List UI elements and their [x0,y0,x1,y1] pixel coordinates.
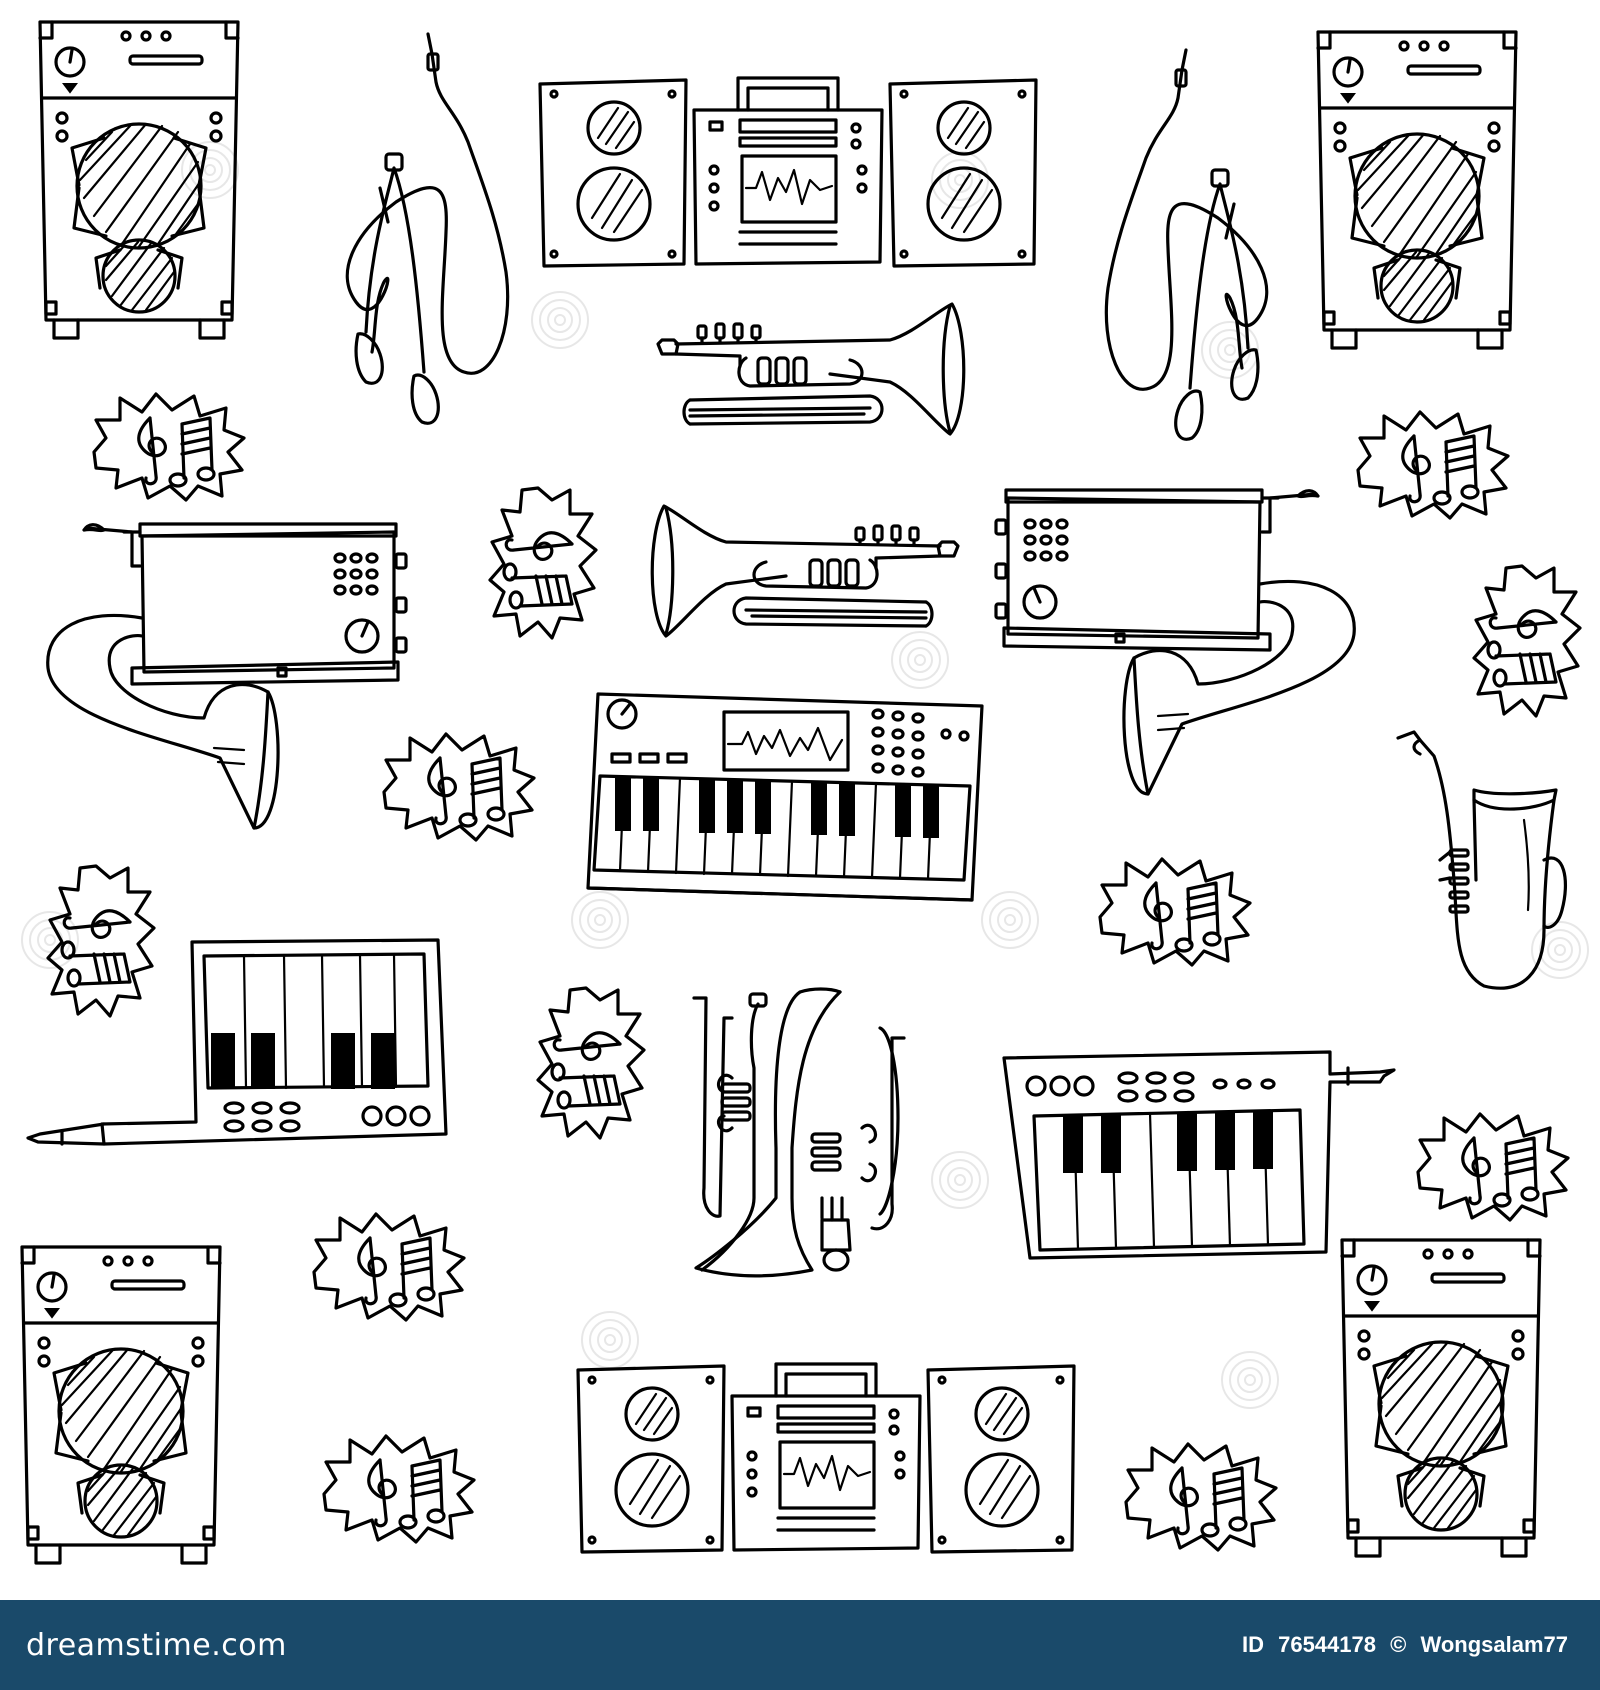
music-note-badge-icon [1416,1112,1570,1222]
gramophone-icon [46,522,408,830]
image-id: 76544178 [1278,1632,1376,1657]
keytar-icon [26,938,448,1146]
music-note-badge-icon [488,486,598,640]
music-note-badge-icon [536,986,646,1140]
footer-bar: dreamstime.com ID 76544178 © Wongsalam77 [0,1600,1600,1690]
gramophone-icon [994,488,1356,796]
music-note-badge-icon [1098,857,1252,967]
music-note-badge-icon [312,1212,466,1322]
brand-logo-text[interactable]: dreamstime.com [26,1627,287,1663]
speaker-icon [1340,1238,1542,1558]
music-note-badge-icon [322,1434,476,1544]
music-note-badge-icon [46,864,156,1018]
boombox-icon [576,1362,1076,1554]
author-name[interactable]: Wongsalam77 [1420,1632,1568,1657]
trumpet-icon [650,504,960,638]
image-id-label: ID [1241,1632,1264,1657]
speaker-icon [20,1245,222,1565]
image-credit: ID 76544178 © Wongsalam77 [1234,1632,1568,1658]
music-note-badge-icon [382,732,536,842]
music-note-badge-icon [1472,564,1582,718]
tuba-icon [692,987,906,1278]
speaker-icon [38,20,240,340]
speaker-icon [1316,30,1518,350]
earphones-icon [1104,48,1269,441]
music-note-badge-icon [1124,1442,1278,1552]
synthesizer-keyboard-icon [586,692,984,902]
music-note-badge-icon [92,392,246,502]
keytar-icon [1002,1050,1396,1260]
earphones-icon [345,32,510,425]
watermark-swirls [21,141,1589,1409]
trumpet-icon [656,302,966,436]
boombox-icon [538,76,1038,268]
doodle-artwork [20,20,1589,1565]
copyright-symbol: © [1390,1632,1407,1657]
music-note-badge-icon [1356,410,1510,520]
